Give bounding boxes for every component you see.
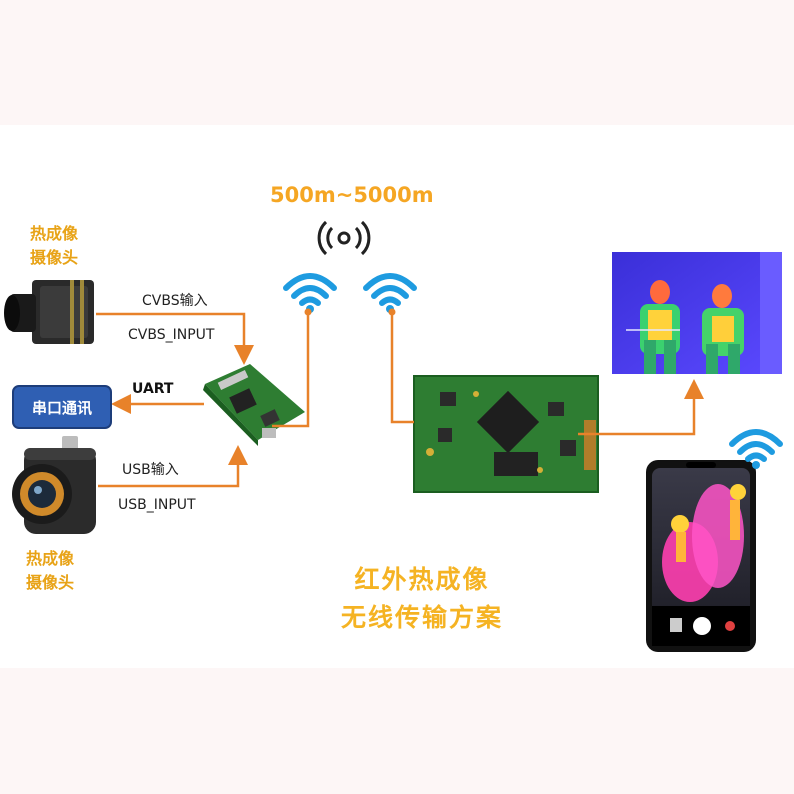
bottom-margin-band xyxy=(0,668,794,794)
top-margin-band xyxy=(0,0,794,125)
uart-label: UART xyxy=(132,381,174,397)
range-label: 500m~5000m xyxy=(270,183,434,207)
camera-bottom-title-line1: 热成像 xyxy=(25,549,74,568)
wireless-signal-icon xyxy=(316,212,372,260)
board-to-wifi-link xyxy=(272,314,310,428)
usb-arrow xyxy=(98,445,248,488)
main-board-to-thermal-image-arrow xyxy=(578,379,704,436)
thermal-camera-top-image xyxy=(4,280,94,344)
solution-title-line1: 红外热成像 xyxy=(354,565,490,594)
cvbs-arrow xyxy=(96,312,254,365)
cvbs-input-en-label: CVBS_INPUT xyxy=(128,327,215,343)
main-circuit-board-image xyxy=(413,375,599,493)
wifi-icon xyxy=(283,273,337,313)
camera-bottom-title: 热成像 摄像头 xyxy=(18,547,82,595)
camera-bottom-title-line2: 摄像头 xyxy=(25,573,74,592)
usb-input-en-label: USB_INPUT xyxy=(118,497,196,513)
camera-top-title-line1: 热成像 xyxy=(29,224,78,243)
thermal-camera-bottom-image xyxy=(12,436,96,534)
cvbs-input-cn-label: CVBS输入 xyxy=(142,293,208,309)
thermal-image-preview xyxy=(612,252,782,374)
camera-top-title: 热成像 摄像头 xyxy=(22,222,86,270)
wifi-to-main-board-link xyxy=(390,314,414,424)
antenna-dot xyxy=(388,308,396,316)
antenna-dot xyxy=(304,308,312,316)
wifi-icon xyxy=(363,273,417,313)
phone-thermal-app-image xyxy=(646,460,756,652)
small-circuit-board-image xyxy=(203,364,305,446)
solution-title-line2: 无线传输方案 xyxy=(340,603,503,632)
wifi-icon xyxy=(729,429,783,469)
camera-top-title-line2: 摄像头 xyxy=(29,248,78,267)
usb-input-cn-label: USB输入 xyxy=(122,462,179,478)
serial-communication-box: 串口通讯 xyxy=(12,385,112,429)
